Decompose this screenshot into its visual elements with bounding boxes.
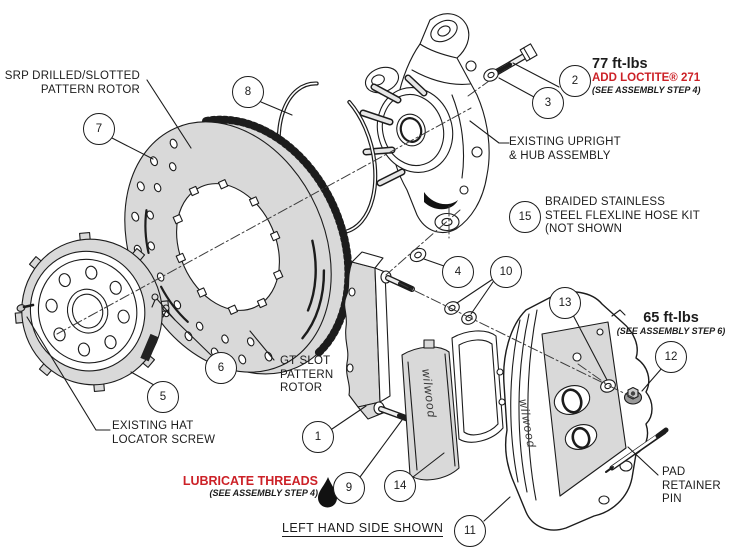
- callout-3: 3: [532, 87, 564, 119]
- note-lubricate: LUBRICATE THREADS(SEE ASSEMBLY STEP 4): [182, 474, 318, 499]
- mount-bolt-drawing: [483, 43, 538, 82]
- callout-1: 1: [302, 421, 334, 453]
- callout-11: 11: [454, 515, 486, 547]
- callout-8: 8: [232, 76, 264, 108]
- wheel-studs: [359, 74, 428, 187]
- oil-droplet-icon: [318, 477, 337, 508]
- leader-lines: [26, 62, 663, 522]
- callout-14: 14: [384, 470, 416, 502]
- label-upright-hub: EXISTING UPRIGHT& HUB ASSEMBLY: [509, 136, 621, 162]
- hat-locator-screws-drawing: [16, 293, 170, 318]
- callout-9: 9: [333, 472, 365, 504]
- callout-7: 7: [83, 113, 115, 145]
- rotor-drawing: [124, 115, 353, 375]
- upright-knuckle-drawing: [359, 13, 490, 233]
- washers-drawing: [409, 247, 477, 325]
- centerlines: [56, 80, 635, 399]
- bracket-drawing: [344, 251, 417, 424]
- callout-6: 6: [205, 352, 237, 384]
- callout-10: 10: [490, 256, 522, 288]
- callout-15: 15: [509, 201, 541, 233]
- footer-note: LEFT HAND SIDE SHOWN: [282, 521, 444, 537]
- retainer-pin-drawing: [605, 427, 669, 473]
- hat-drawing: [14, 231, 170, 393]
- callout-4: 4: [442, 256, 474, 288]
- brake-pads-drawing: [401, 330, 506, 481]
- callout-5: 5: [147, 381, 179, 413]
- note-torque-65: 65 ft-lbs(SEE ASSEMBLY STEP 6): [616, 310, 726, 337]
- callout-13: 13: [549, 287, 581, 319]
- callout-12: 12: [655, 341, 687, 373]
- callout-2: 2: [559, 65, 591, 97]
